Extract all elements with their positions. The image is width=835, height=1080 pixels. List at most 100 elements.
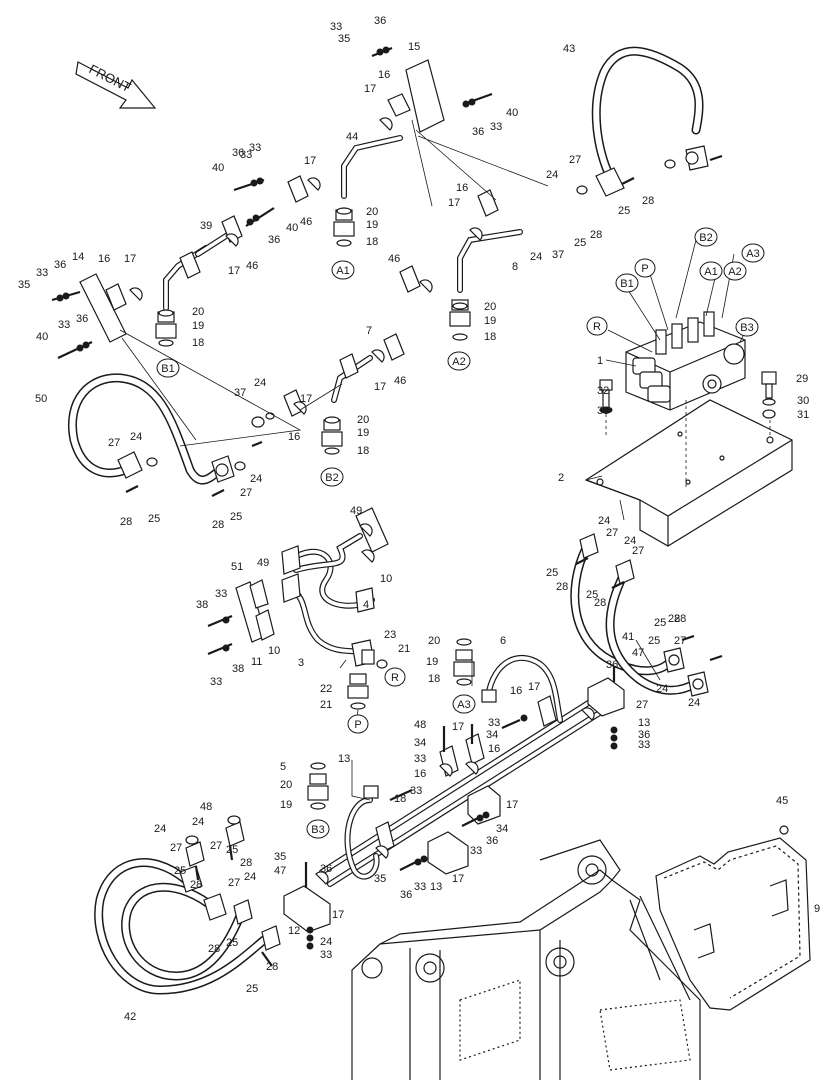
part-number-label: 46 — [300, 216, 312, 228]
part-number-label: 28 — [190, 879, 202, 891]
part-number-label: 5 — [280, 761, 286, 773]
part-number-label: 33 — [240, 149, 252, 161]
front-label: FRONT — [87, 61, 134, 95]
part-number-label: 39 — [200, 220, 212, 232]
part-number-label: 16 — [378, 69, 390, 81]
svg-text:B1: B1 — [161, 363, 174, 375]
part-number-label: 37 — [234, 387, 246, 399]
cover-plate-9 — [655, 825, 811, 1011]
part-number-label: 27 — [674, 635, 686, 647]
svg-text:B1: B1 — [620, 278, 633, 290]
part-number-label: 17 — [124, 253, 136, 265]
part-number-label: 46 — [246, 260, 258, 272]
part-number-label: 24 — [154, 823, 166, 835]
part-number-label: 28 — [556, 581, 568, 593]
part-number-label: 20 — [280, 779, 292, 791]
part-number-label: 17 — [332, 909, 344, 921]
part-number-label: 36 — [486, 835, 498, 847]
part-number-label: 49 — [257, 557, 269, 569]
part-number-label: 25 — [654, 617, 666, 629]
part-number-label: 38 — [196, 599, 208, 611]
part-number-label: 25 — [148, 513, 160, 525]
part-number-label: 33 — [410, 785, 422, 797]
part-number-label: 13 — [430, 881, 442, 893]
part-number-label: 16 — [288, 431, 300, 443]
part-number-label: 35 — [338, 33, 350, 45]
part-number-label: 17 — [228, 265, 240, 277]
part-number-label: 30 — [797, 395, 809, 407]
part-number-label: 32 — [597, 385, 609, 397]
callout-p-left: P — [347, 714, 369, 734]
part-number-label: 19 — [357, 427, 369, 439]
part-number-label: 33 — [215, 588, 227, 600]
part-number-label: 47 — [632, 647, 644, 659]
upper-clamps-brackets — [79, 59, 499, 417]
part-number-label: 13 — [638, 717, 650, 729]
callout-a3-left: A3 — [452, 694, 476, 714]
part-number-label: 16 — [98, 253, 110, 265]
part-number-label: 23 — [384, 629, 396, 641]
valve-bolts — [599, 371, 777, 419]
part-number-label: 16 — [488, 743, 500, 755]
svg-text:R: R — [593, 321, 601, 333]
part-number-label: 20 — [428, 635, 440, 647]
part-number-label: 19 — [426, 656, 438, 668]
part-number-label: 24 — [244, 871, 256, 883]
part-number-label: 42 — [124, 1011, 136, 1023]
part-number-label: 24 — [656, 683, 668, 695]
part-number-label: 27 — [170, 842, 182, 854]
part-number-label: 19 — [280, 799, 292, 811]
part-number-label: 24 — [130, 431, 142, 443]
callout-a1-left: A1 — [331, 260, 355, 280]
part-number-label: 25 — [226, 937, 238, 949]
part-number-label: 25 — [648, 635, 660, 647]
part-number-label: 6 — [500, 635, 506, 647]
part-number-label: 19 — [366, 219, 378, 231]
part-number-label: 43 — [563, 43, 575, 55]
part-number-label: 31 — [797, 409, 809, 421]
part-number-label: 17 — [448, 197, 460, 209]
main-tube-assembly — [283, 654, 625, 950]
part-number-label: 49 — [350, 505, 362, 517]
part-number-label: 28 — [240, 857, 252, 869]
part-number-label: 45 — [776, 795, 788, 807]
part-number-label: 27 — [632, 545, 644, 557]
loader-frame-outline — [351, 839, 701, 1080]
part-number-label: 25 — [586, 589, 598, 601]
part-number-label: 28 — [212, 519, 224, 531]
callout-r-left: R — [384, 667, 406, 687]
svg-text:A1: A1 — [704, 266, 717, 278]
callout-a2-valve: A2 — [723, 261, 747, 281]
part-number-label: 40 — [286, 222, 298, 234]
part-number-label: 36 — [268, 234, 280, 246]
part-number-label: 17 — [528, 681, 540, 693]
callout-b2-valve: B2 — [694, 227, 718, 247]
part-number-label: 36 — [54, 259, 66, 271]
hose-42 — [94, 815, 281, 995]
part-number-label: 25 — [546, 567, 558, 579]
part-number-label: 27 — [636, 699, 648, 711]
part-number-label: 40 — [506, 107, 518, 119]
part-number-label: 33 — [330, 21, 342, 33]
part-number-label: 33 — [490, 121, 502, 133]
part-number-label: 24 — [546, 169, 558, 181]
hose-50 — [68, 373, 275, 497]
svg-text:P: P — [641, 263, 648, 275]
part-number-label: 18 — [366, 236, 378, 248]
svg-text:B2: B2 — [325, 472, 338, 484]
callout-b3-valve: B3 — [735, 317, 759, 337]
part-number-label: 1 — [597, 355, 603, 367]
part-number-label: 36 — [374, 15, 386, 27]
part-number-label: 17 — [452, 721, 464, 733]
part-number-label: 24 — [192, 816, 204, 828]
part-number-label: 48 — [414, 719, 426, 731]
part-number-label: 33 — [414, 753, 426, 765]
control-valve-assembly — [625, 311, 746, 411]
port-callouts: A1 A2 B1 B2 B3 A3 R P B2 P A1 A2 A3 B1 R… — [156, 227, 765, 839]
callout-r-valve: R — [586, 316, 608, 336]
part-number-label: 38 — [232, 663, 244, 675]
part-number-label: 35 — [374, 873, 386, 885]
part-number-label: 25 — [226, 844, 238, 856]
part-number-label: 8 — [512, 261, 518, 273]
part-number-label: 22 — [320, 683, 332, 695]
